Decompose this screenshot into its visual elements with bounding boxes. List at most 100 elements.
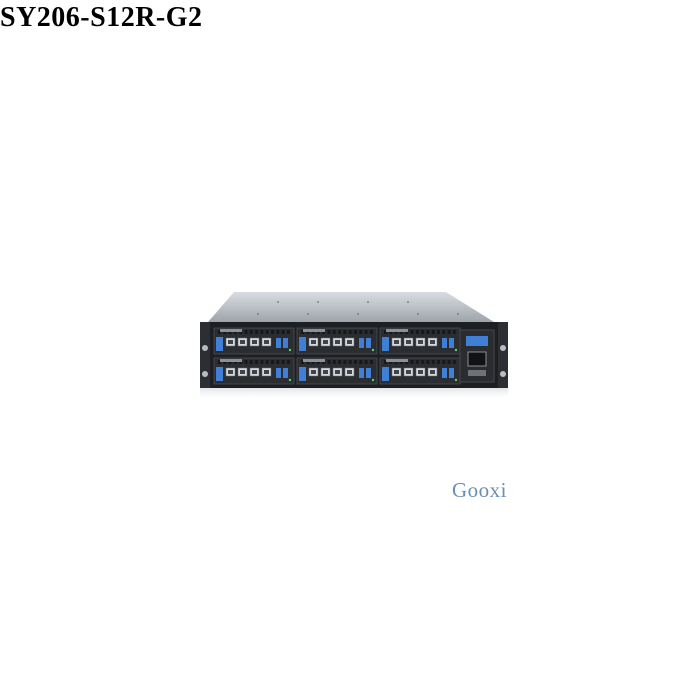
power-latch xyxy=(466,336,488,346)
port-jack xyxy=(240,370,245,374)
vent-slot xyxy=(359,330,363,334)
bay-handle xyxy=(386,329,408,332)
vent-slot xyxy=(271,330,274,334)
port-jack xyxy=(430,370,435,374)
status-led xyxy=(371,378,375,382)
bay-accent xyxy=(359,338,364,348)
vent-slot xyxy=(255,330,259,334)
status-led xyxy=(288,348,292,352)
node-bay xyxy=(379,357,461,385)
vent-slot xyxy=(369,330,373,334)
node-bay xyxy=(213,327,295,355)
vent-slot xyxy=(218,360,221,364)
vent-slot xyxy=(364,330,368,334)
vent-slot xyxy=(327,360,331,364)
vent-slot xyxy=(244,360,248,364)
status-led xyxy=(454,348,458,352)
vent-slot xyxy=(426,360,430,364)
vent-slot xyxy=(421,330,425,334)
floor-reflection xyxy=(200,388,508,400)
vent-slot xyxy=(421,360,425,364)
vent-slot xyxy=(327,330,331,334)
bay-accent xyxy=(366,338,371,348)
vent-slot xyxy=(338,360,342,364)
bay-latch xyxy=(216,367,223,381)
vent-slot xyxy=(281,330,285,334)
port-jack xyxy=(311,370,316,374)
lid-rivets xyxy=(257,301,459,315)
port-jack xyxy=(311,340,316,344)
vent-slot xyxy=(281,360,285,364)
vent-slot xyxy=(249,330,253,334)
right-ear xyxy=(498,322,508,388)
left-ear xyxy=(200,322,210,388)
vent-slot xyxy=(431,330,435,334)
port-jack xyxy=(394,370,399,374)
bay-accent xyxy=(449,338,454,348)
vent-slot xyxy=(265,360,269,364)
vent-slot xyxy=(384,330,387,334)
vent-slot xyxy=(426,330,430,334)
vent-slot xyxy=(249,360,253,364)
brand-watermark: Gooxi xyxy=(452,478,507,502)
vent-slot xyxy=(384,360,387,364)
vent-slot xyxy=(332,360,336,364)
port-jack xyxy=(347,370,352,374)
bay-handle xyxy=(386,359,408,362)
vent-slot xyxy=(286,330,290,334)
vent-slot xyxy=(452,360,456,364)
bay-latch xyxy=(299,337,306,351)
power-handle xyxy=(468,370,486,376)
bay-latch xyxy=(382,367,389,381)
vent-slot xyxy=(437,360,440,364)
vent-slot xyxy=(348,330,352,334)
vent-slot xyxy=(431,360,435,364)
power-socket xyxy=(467,351,487,367)
bay-accent xyxy=(449,368,454,378)
chassis-top xyxy=(208,292,494,322)
vent-slot xyxy=(442,360,446,364)
node-bay xyxy=(213,357,295,385)
vent-slot xyxy=(437,330,440,334)
port-jack xyxy=(335,370,340,374)
port-jack xyxy=(252,340,257,344)
vent-slot xyxy=(442,330,446,334)
vent-slot xyxy=(332,330,336,334)
vent-slot xyxy=(354,330,357,334)
vent-slot xyxy=(301,360,304,364)
vent-slot xyxy=(447,330,451,334)
right-screw-bottom xyxy=(500,371,506,377)
port-jack xyxy=(418,370,423,374)
vent-slot xyxy=(415,330,419,334)
vent-slot xyxy=(301,330,304,334)
port-jack xyxy=(323,340,328,344)
vent-slot xyxy=(343,330,347,334)
vent-slot xyxy=(359,360,363,364)
vent-slot xyxy=(260,360,264,364)
node-bay xyxy=(379,327,461,355)
vent-slot xyxy=(271,360,274,364)
bay-accent xyxy=(366,368,371,378)
bay-handle xyxy=(220,359,242,362)
port-jack xyxy=(264,370,269,374)
port-jack xyxy=(418,340,423,344)
vent-slot xyxy=(286,360,290,364)
bay-latch xyxy=(216,337,223,351)
bay-handle xyxy=(303,329,325,332)
vent-slot xyxy=(218,330,221,334)
vent-slot xyxy=(343,360,347,364)
left-screw-bottom xyxy=(202,371,208,377)
bay-accent xyxy=(276,368,281,378)
port-jack xyxy=(264,340,269,344)
status-led xyxy=(454,378,458,382)
bay-latch xyxy=(299,367,306,381)
port-jack xyxy=(228,370,233,374)
page-title: SY206-S12R-G2 xyxy=(0,2,203,33)
node-bays xyxy=(213,327,461,385)
right-screw-top xyxy=(500,345,506,351)
node-bay xyxy=(296,327,378,355)
left-screw-top xyxy=(202,345,208,351)
vent-slot xyxy=(276,360,280,364)
bay-accent xyxy=(283,338,288,348)
vent-slot xyxy=(260,330,264,334)
